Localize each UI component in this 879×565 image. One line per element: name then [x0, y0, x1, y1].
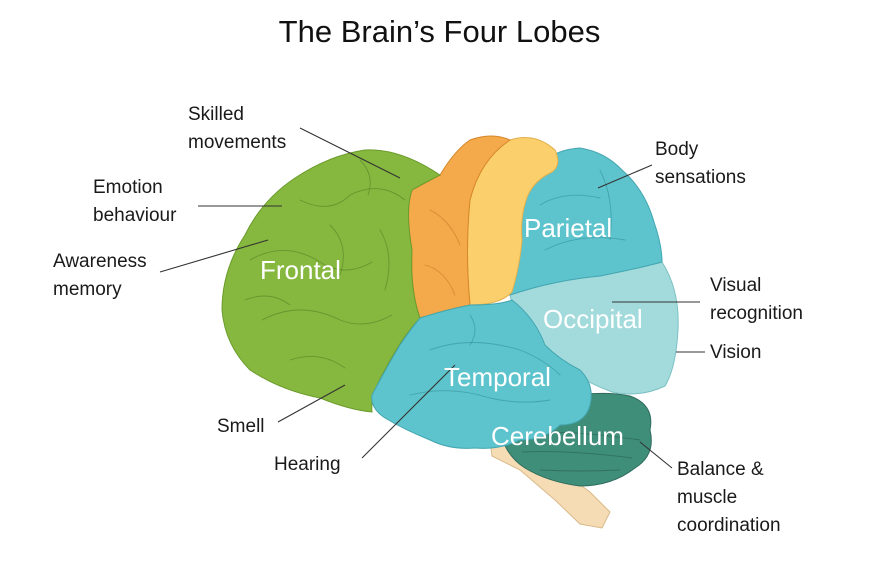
label-emotion: Emotion behaviour	[93, 174, 176, 230]
label-hearing: Hearing	[274, 454, 341, 475]
label-emotion-line1: Emotion	[93, 177, 163, 198]
lobe-frontal-label: Frontal	[260, 255, 341, 285]
label-awareness-line2: memory	[53, 279, 122, 300]
label-body-line1: Body	[655, 139, 699, 160]
diagram-title: The Brain’s Four Lobes	[278, 14, 601, 49]
lobe-parietal-label: Parietal	[524, 213, 613, 243]
label-emotion-line2: behaviour	[93, 205, 177, 226]
label-skilled-line2: movements	[188, 132, 287, 153]
leader-smell	[277, 384, 346, 423]
leader-skilled	[299, 127, 401, 179]
label-smell: Smell	[217, 416, 265, 437]
label-balance: Balance & muscle coordination	[677, 456, 781, 540]
label-awareness-line1: Awareness	[53, 251, 147, 272]
label-balance-line1: Balance &	[677, 459, 764, 480]
leader-hearing	[361, 364, 456, 459]
temporal-region	[371, 299, 592, 449]
label-skilled: Skilled movements	[188, 101, 286, 157]
label-balance-line3: coordination	[677, 515, 781, 536]
lobe-cerebellum-label: Cerebellum	[491, 421, 624, 451]
lobe-temporal-label: Temporal	[444, 362, 551, 392]
label-visual: Visual recognition	[710, 272, 803, 328]
label-body-line2: sensations	[655, 167, 746, 188]
leader-balance	[639, 441, 673, 469]
label-skilled-line1: Skilled	[188, 104, 244, 125]
leader-body	[597, 164, 653, 189]
label-balance-line2: muscle	[677, 487, 738, 508]
leader-awareness	[159, 239, 269, 273]
label-awareness: Awareness memory	[53, 248, 147, 304]
label-body: Body sensations	[655, 136, 746, 192]
label-vision: Vision	[710, 342, 762, 363]
lobe-occipital-label: Occipital	[543, 304, 643, 334]
label-visual-line2: recognition	[710, 303, 803, 324]
label-visual-line1: Visual	[710, 275, 762, 296]
